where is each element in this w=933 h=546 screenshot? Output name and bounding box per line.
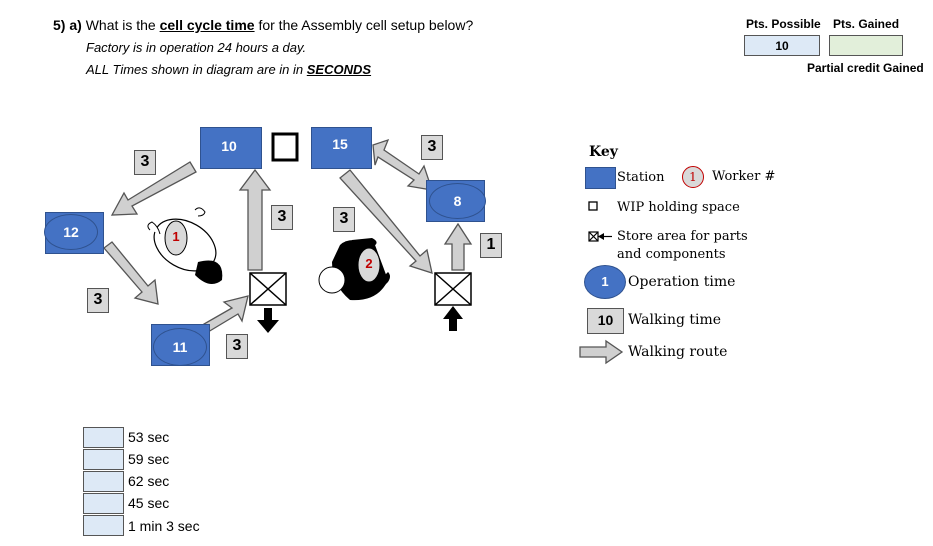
walking-time-box: 1 (480, 233, 502, 258)
walking-time-box: 3 (87, 288, 109, 313)
question-emphasis: cell cycle time (159, 17, 255, 33)
question-text-after: for the Assembly cell setup below? (254, 17, 474, 33)
operation-time-8: 8 (429, 183, 486, 219)
answer-checkbox-1[interactable] (83, 427, 124, 448)
walking-time-box: 3 (271, 205, 293, 230)
key-worker-circle: 1 (682, 166, 704, 188)
key-walking-time-label: Walking time (628, 312, 722, 328)
walking-route-arrow (339, 169, 433, 274)
walking-time-box: 3 (333, 207, 355, 232)
points-possible-box: 10 (744, 35, 820, 56)
question-title: 5) a) What is the cell cycle time for th… (53, 17, 473, 33)
answer-option-3: 62 sec (128, 473, 170, 489)
answer-checkbox-4[interactable] (83, 493, 124, 514)
key-title: Key (589, 144, 618, 160)
key-operation-time-oval: 1 (584, 265, 626, 299)
answer-checkbox-5[interactable] (83, 515, 124, 536)
key-station-label: Station (617, 170, 665, 185)
answer-option-4: 45 sec (128, 495, 170, 511)
question-line-3: ALL Times shown in diagram are in in SEC… (86, 62, 371, 77)
operation-time-10: 10 (221, 138, 237, 154)
worker-2-number: 2 (365, 256, 373, 271)
key-worker-label: Worker # (712, 169, 776, 184)
question-number: 5) a) (53, 17, 82, 33)
answer-option-1: 53 sec (128, 429, 170, 445)
worker-1-number: 1 (172, 229, 180, 244)
operation-time-12: 12 (44, 214, 98, 250)
line3-prefix: ALL Times shown in diagram are in in (86, 62, 307, 77)
walking-route-arrow (203, 295, 249, 333)
key-walking-route-label: Walking route (628, 344, 728, 360)
station-10 (200, 127, 262, 169)
walking-time-box: 3 (134, 150, 156, 175)
operation-time-15: 15 (332, 136, 348, 152)
line3-emphasis: SECONDS (306, 62, 372, 77)
wip-holding-space (271, 132, 299, 162)
operation-time-11: 11 (153, 328, 207, 366)
answer-checkbox-2[interactable] (83, 449, 124, 470)
key-store-label-2: and components (617, 247, 726, 262)
walking-time-box: 3 (421, 135, 443, 160)
walking-route-arrow (238, 168, 272, 271)
key-walking-route-arrow (579, 339, 624, 365)
worker-2-figure (318, 238, 390, 301)
key-walking-time-box: 10 (587, 308, 624, 334)
walking-route-arrow (110, 161, 197, 216)
key-wip-label: WIP holding space (617, 200, 740, 215)
key-operation-time-label: Operation time (628, 274, 736, 290)
points-possible-label: Pts. Possible (746, 17, 821, 31)
answer-option-5: 1 min 3 sec (128, 518, 200, 534)
answer-checkbox-3[interactable] (83, 471, 124, 492)
key-station-swatch (585, 167, 616, 189)
points-gained-label: Pts. Gained (833, 17, 900, 31)
partial-credit-label: Partial credit Gained (807, 61, 924, 75)
key-store-label-1: Store area for parts (617, 229, 748, 244)
up-supply-arrow (443, 306, 463, 331)
walking-time-box: 3 (226, 334, 248, 359)
question-line-2: Factory is in operation 24 hours a day. (86, 40, 307, 55)
answer-option-2: 59 sec (128, 451, 170, 467)
points-gained-input[interactable] (829, 35, 903, 56)
walking-route-arrow (103, 241, 159, 305)
walking-route-arrow (443, 222, 473, 271)
down-supply-arrow (257, 308, 279, 333)
station-15 (311, 127, 372, 169)
question-text-before: What is the (85, 17, 160, 33)
key-wip-icon (588, 201, 598, 211)
worker-1-figure (147, 207, 223, 284)
